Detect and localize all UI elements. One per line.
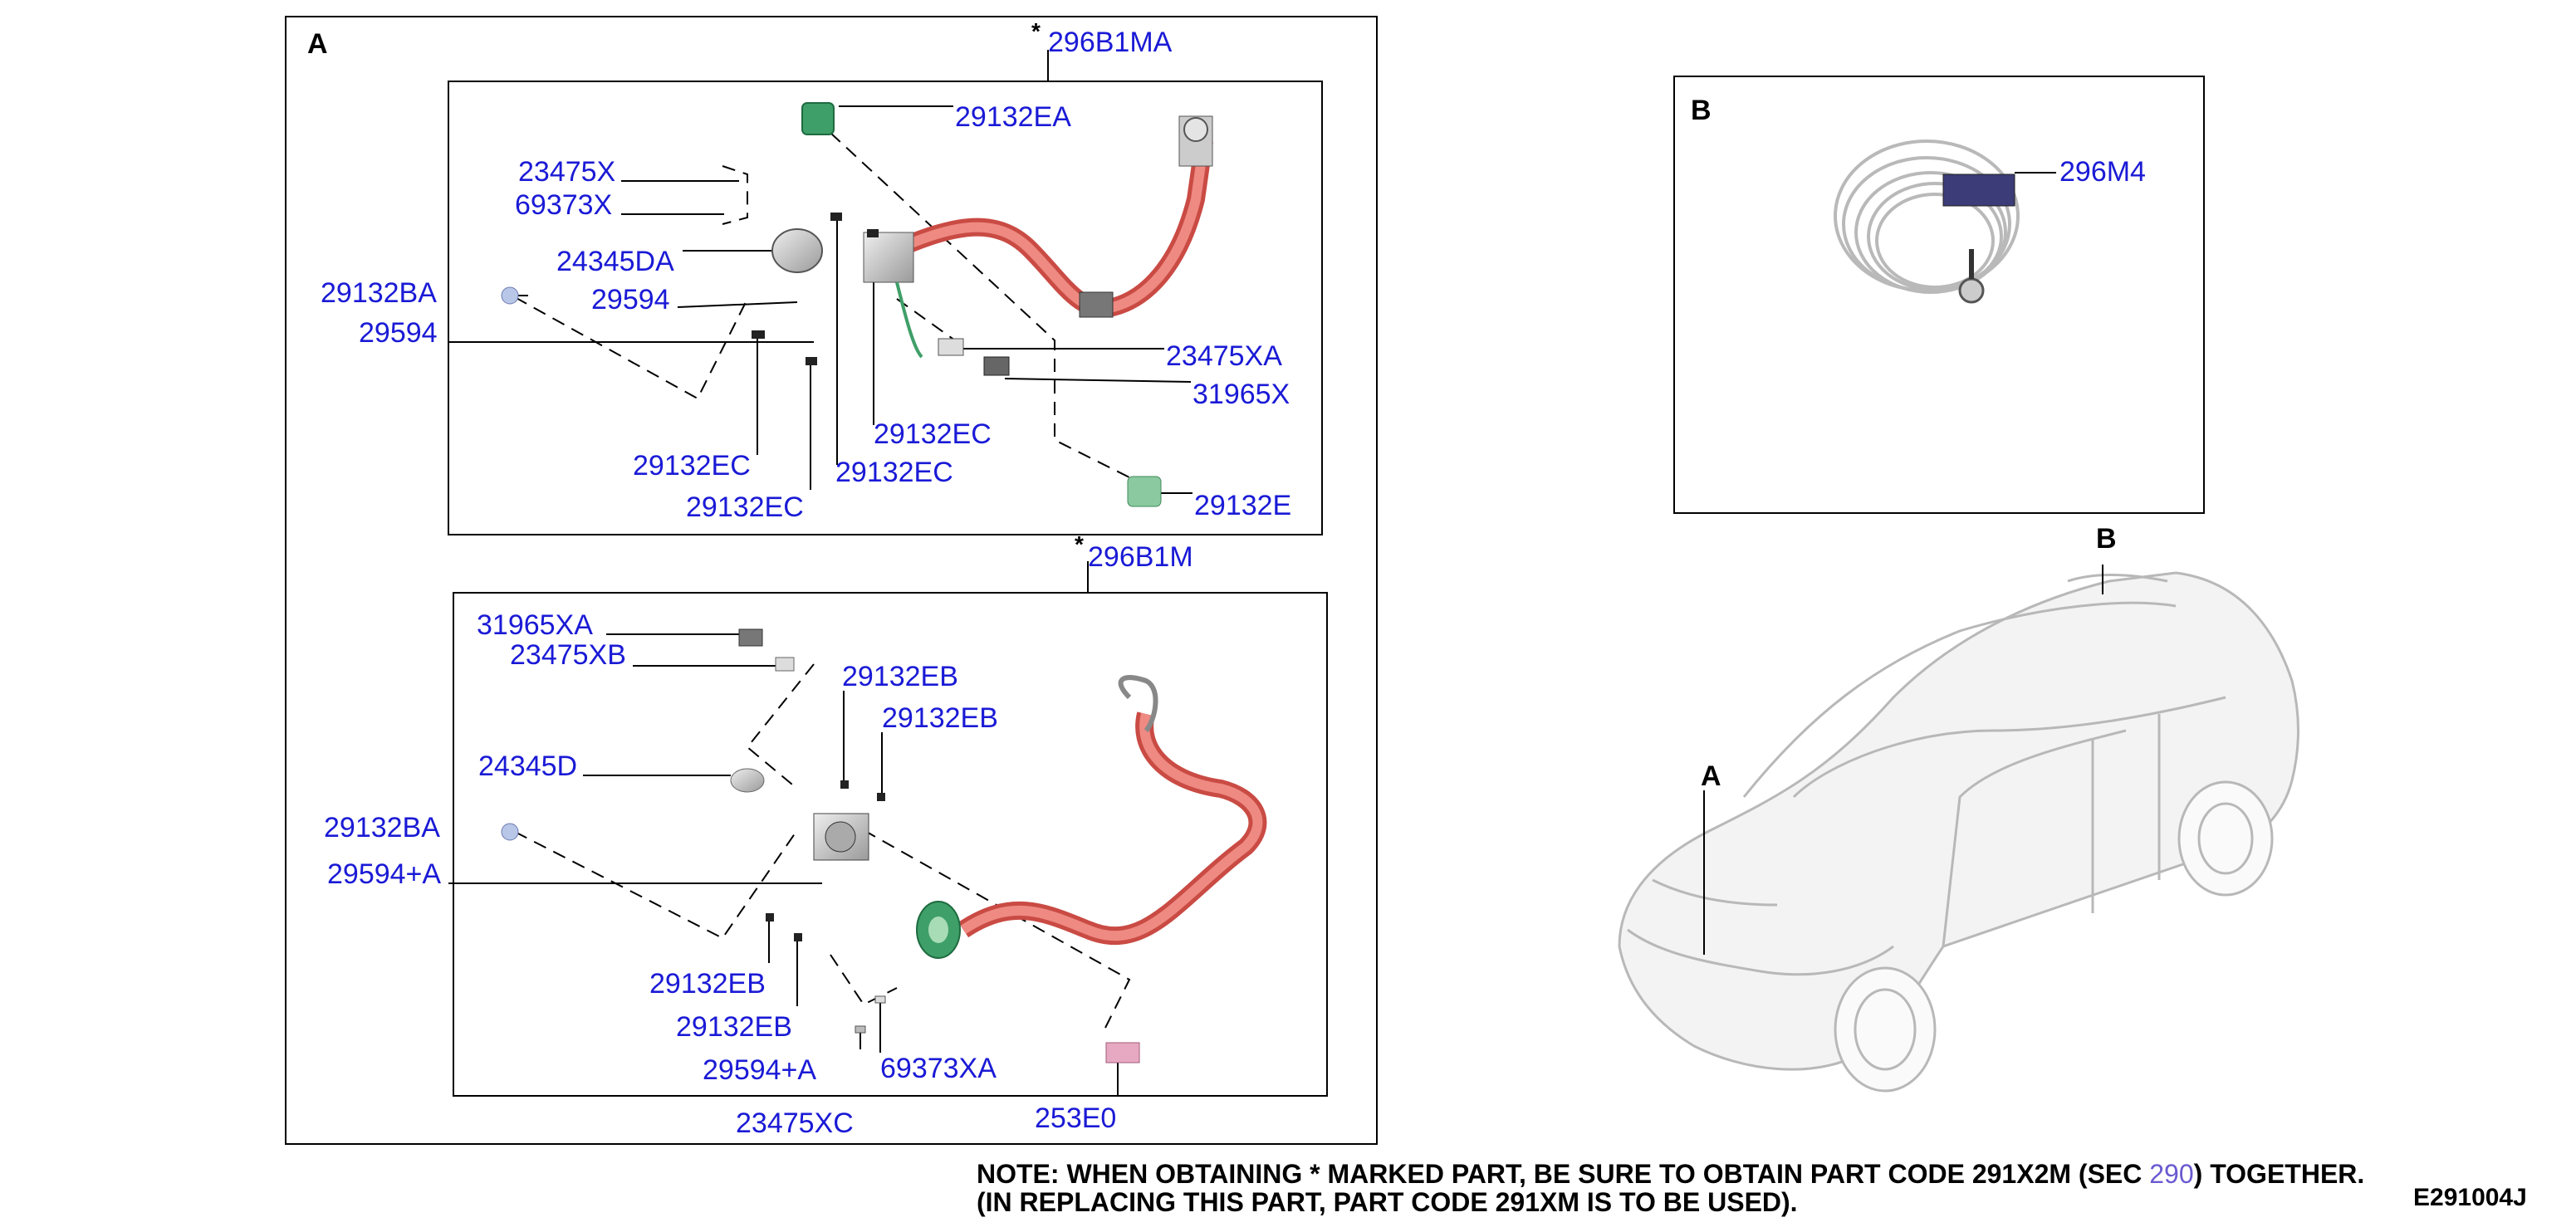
part-code-29132EB[interactable]: 29132EB [882,702,998,734]
part-code-23475XB[interactable]: 23475XB [510,639,626,671]
part-code-29594-A[interactable]: 29594+A [327,858,442,890]
sub-assembly-b-box [453,592,1328,1097]
panel-a-label: A [307,28,328,60]
leader-lines-b [448,561,1119,1096]
panel-b-parts [1834,139,2056,304]
section-link[interactable]: 290 [2149,1159,2194,1189]
part-code-29132BA[interactable]: 29132BA [321,277,437,309]
part-code-29132EC[interactable]: 29132EC [874,418,992,450]
note-line-2: (IN REPLACING THIS PART, PART CODE 291XM… [977,1187,1798,1217]
sub-a-parts [501,102,1213,507]
part-code-29132EC[interactable]: 29132EC [633,450,751,482]
vehicle-leader-lines [1703,565,2103,955]
part-code-24345D[interactable]: 24345D [478,750,578,782]
vehicle-b-label: B [2096,523,2117,555]
part-code-23475XA[interactable]: 23475XA [1166,340,1282,372]
part-code-31965X[interactable]: 31965X [1193,379,1290,410]
part-code-29594[interactable]: 29594 [591,284,670,315]
figure-code: E291004J [2413,1184,2527,1211]
part-code-296M4[interactable]: 296M4 [2059,156,2146,188]
part-code-29132EB[interactable]: 29132EB [649,968,766,1000]
part-code-29594[interactable]: 29594 [359,317,438,349]
part-code-31965XA[interactable]: 31965XA [477,609,593,641]
part-code-29132EC[interactable]: 29132EC [686,491,804,523]
sub-b-parts [501,628,1267,1063]
sub-assembly-a-box [448,81,1323,535]
part-code-296B1MA[interactable]: 296B1MA [1048,27,1173,58]
panel-b-frame [1673,76,2205,514]
panel-a-frame [285,16,1378,1145]
part-code-29132EA[interactable]: 29132EA [955,101,1071,133]
part-code-23475XC[interactable]: 23475XC [736,1107,854,1139]
vehicle-illustration [1618,571,2299,1093]
marked-part-star: * [1031,18,1041,44]
part-code-29132BA[interactable]: 29132BA [324,812,440,843]
marked-part-star: * [1075,531,1084,557]
part-code-69373XA[interactable]: 69373XA [880,1053,997,1084]
part-code-29594-A[interactable]: 29594+A [703,1054,817,1086]
part-code-69373X[interactable]: 69373X [515,189,613,221]
dashed-lines-b [514,663,1131,1030]
part-code-23475X[interactable]: 23475X [518,156,616,188]
part-code-24345DA[interactable]: 24345DA [556,246,674,277]
vehicle-a-label: A [1701,760,1721,792]
panel-b-label: B [1691,95,1712,126]
note-line-1: NOTE: WHEN OBTAINING * MARKED PART, BE S… [977,1161,2364,1187]
part-code-29132E[interactable]: 29132E [1194,490,1292,521]
note-text-pre: NOTE: WHEN OBTAINING * MARKED PART, BE S… [977,1159,2150,1189]
note-text-post: ) TOGETHER. [2193,1159,2365,1189]
part-code-29132EC[interactable]: 29132EC [835,457,953,488]
part-code-296B1M[interactable]: 296B1M [1088,541,1193,573]
part-code-29132EB[interactable]: 29132EB [842,661,958,692]
part-code-253E0[interactable]: 253E0 [1035,1102,1117,1134]
part-code-29132EB[interactable]: 29132EB [676,1011,792,1043]
